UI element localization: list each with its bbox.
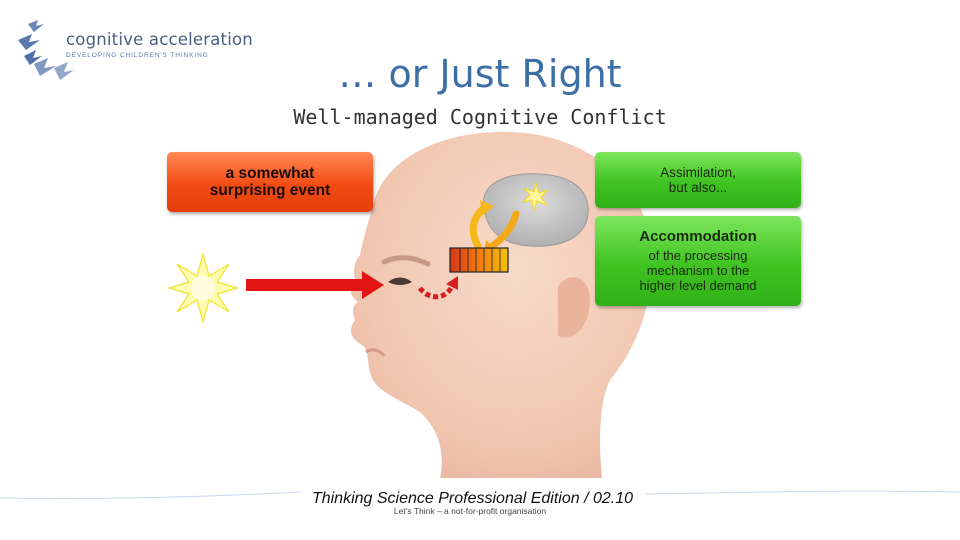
footer-note: Let's Think – a not-for-profit organisat… [393,506,547,516]
yellow-arrow-up [469,204,488,250]
lips [365,348,386,357]
eyebrow [381,255,431,267]
footer-title: Thinking Science Professional Edition / … [311,490,634,507]
assimilation-label: Assimilation, but also... [660,165,736,195]
yellow-arrow-down [488,210,520,250]
brain-starburst-icon [521,181,549,212]
ear [558,277,590,338]
assimilation-box: Assimilation, but also... [595,152,801,208]
surprising-event-label: a somewhat surprising event [209,165,331,199]
footer-swoosh-right [644,490,960,495]
slide-subtitle: Well-managed Cognitive Conflict [293,105,667,129]
starburst-icon [166,251,240,325]
birds-logo-icon [18,20,74,80]
red-arrow [246,271,384,299]
accommodation-heading: Accommodation [639,228,757,245]
accommodation-box: Accommodation of the processing mechanis… [595,216,801,306]
signal-path [417,284,455,300]
eye [388,277,412,285]
level-meter [449,247,509,273]
logo-name: cognitive acceleration [66,30,253,49]
footer-swoosh-left [0,491,301,500]
logo-tagline: DEVELOPING CHILDREN'S THINKING [66,52,209,59]
logo: cognitive acceleration DEVELOPING CHILDR… [14,18,294,88]
accommodation-body: of the processing mechanism to the highe… [639,248,757,293]
slide-title: … or Just Right [338,52,622,96]
signal-arrowhead [446,276,458,290]
surprising-event-box: a somewhat surprising event [167,152,373,212]
yellow-arrowhead-up [480,200,494,216]
